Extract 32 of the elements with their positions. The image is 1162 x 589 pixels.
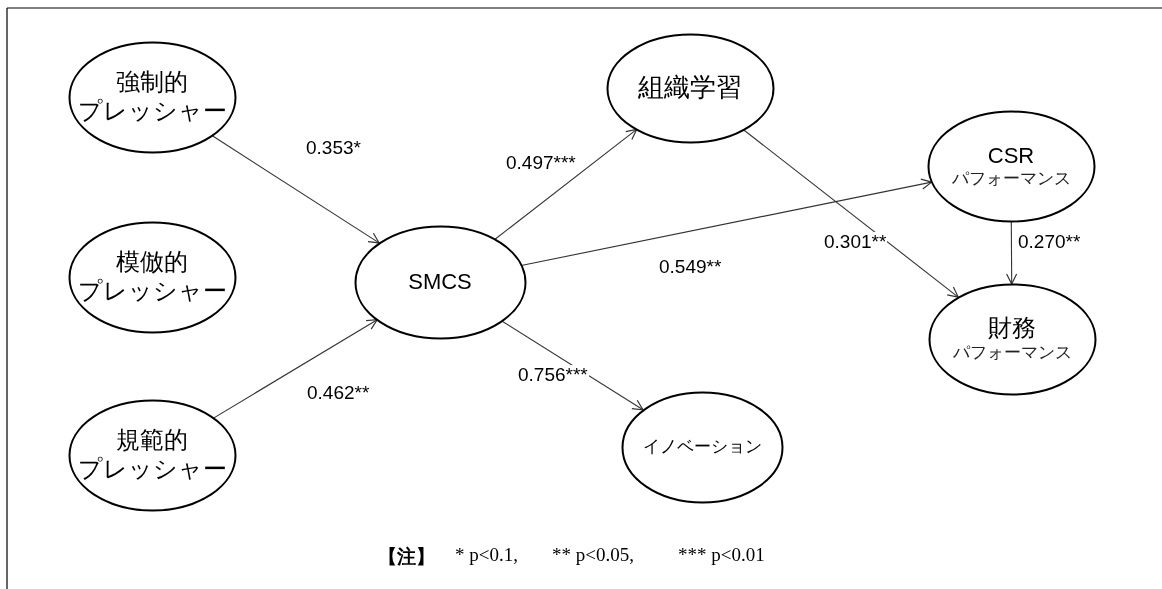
node-label: プレッシャー xyxy=(77,455,227,484)
node-label: パフォーマンス xyxy=(952,343,1072,364)
ellipse-node xyxy=(67,398,237,512)
ellipse-node xyxy=(605,32,775,144)
node-label: SMCS xyxy=(408,268,472,296)
node-label: 規範的 xyxy=(116,426,188,455)
arrow xyxy=(742,128,959,298)
significance-note: *** p<0.01 xyxy=(678,544,765,566)
arrow xyxy=(520,178,933,267)
arrow xyxy=(1006,220,1018,285)
ellipse-node xyxy=(927,282,1097,396)
node-label: イノベーション xyxy=(642,436,762,458)
significance-note: * p<0.1, xyxy=(455,544,518,566)
node-label: 組織学習 xyxy=(638,72,742,104)
ellipse-node xyxy=(353,224,527,340)
node-label: プレッシャー xyxy=(77,97,227,126)
arrow xyxy=(211,134,380,244)
node-label: パフォーマンス xyxy=(951,169,1071,190)
ellipse-node xyxy=(620,390,784,504)
arrow xyxy=(212,319,378,419)
node-label: CSR xyxy=(987,142,1035,169)
arrow xyxy=(500,320,644,411)
node-label: 財務 xyxy=(988,314,1036,344)
note-heading: 【注】 xyxy=(378,545,435,569)
ellipse-node xyxy=(67,40,237,154)
node-label: プレッシャー xyxy=(77,277,227,306)
ellipse-node xyxy=(67,220,237,334)
ellipse-node xyxy=(926,109,1096,223)
arrow xyxy=(494,128,638,240)
node-label: 模倣的 xyxy=(116,248,188,277)
node-label: 強制的 xyxy=(116,68,188,97)
significance-note: ** p<0.05, xyxy=(552,544,634,566)
